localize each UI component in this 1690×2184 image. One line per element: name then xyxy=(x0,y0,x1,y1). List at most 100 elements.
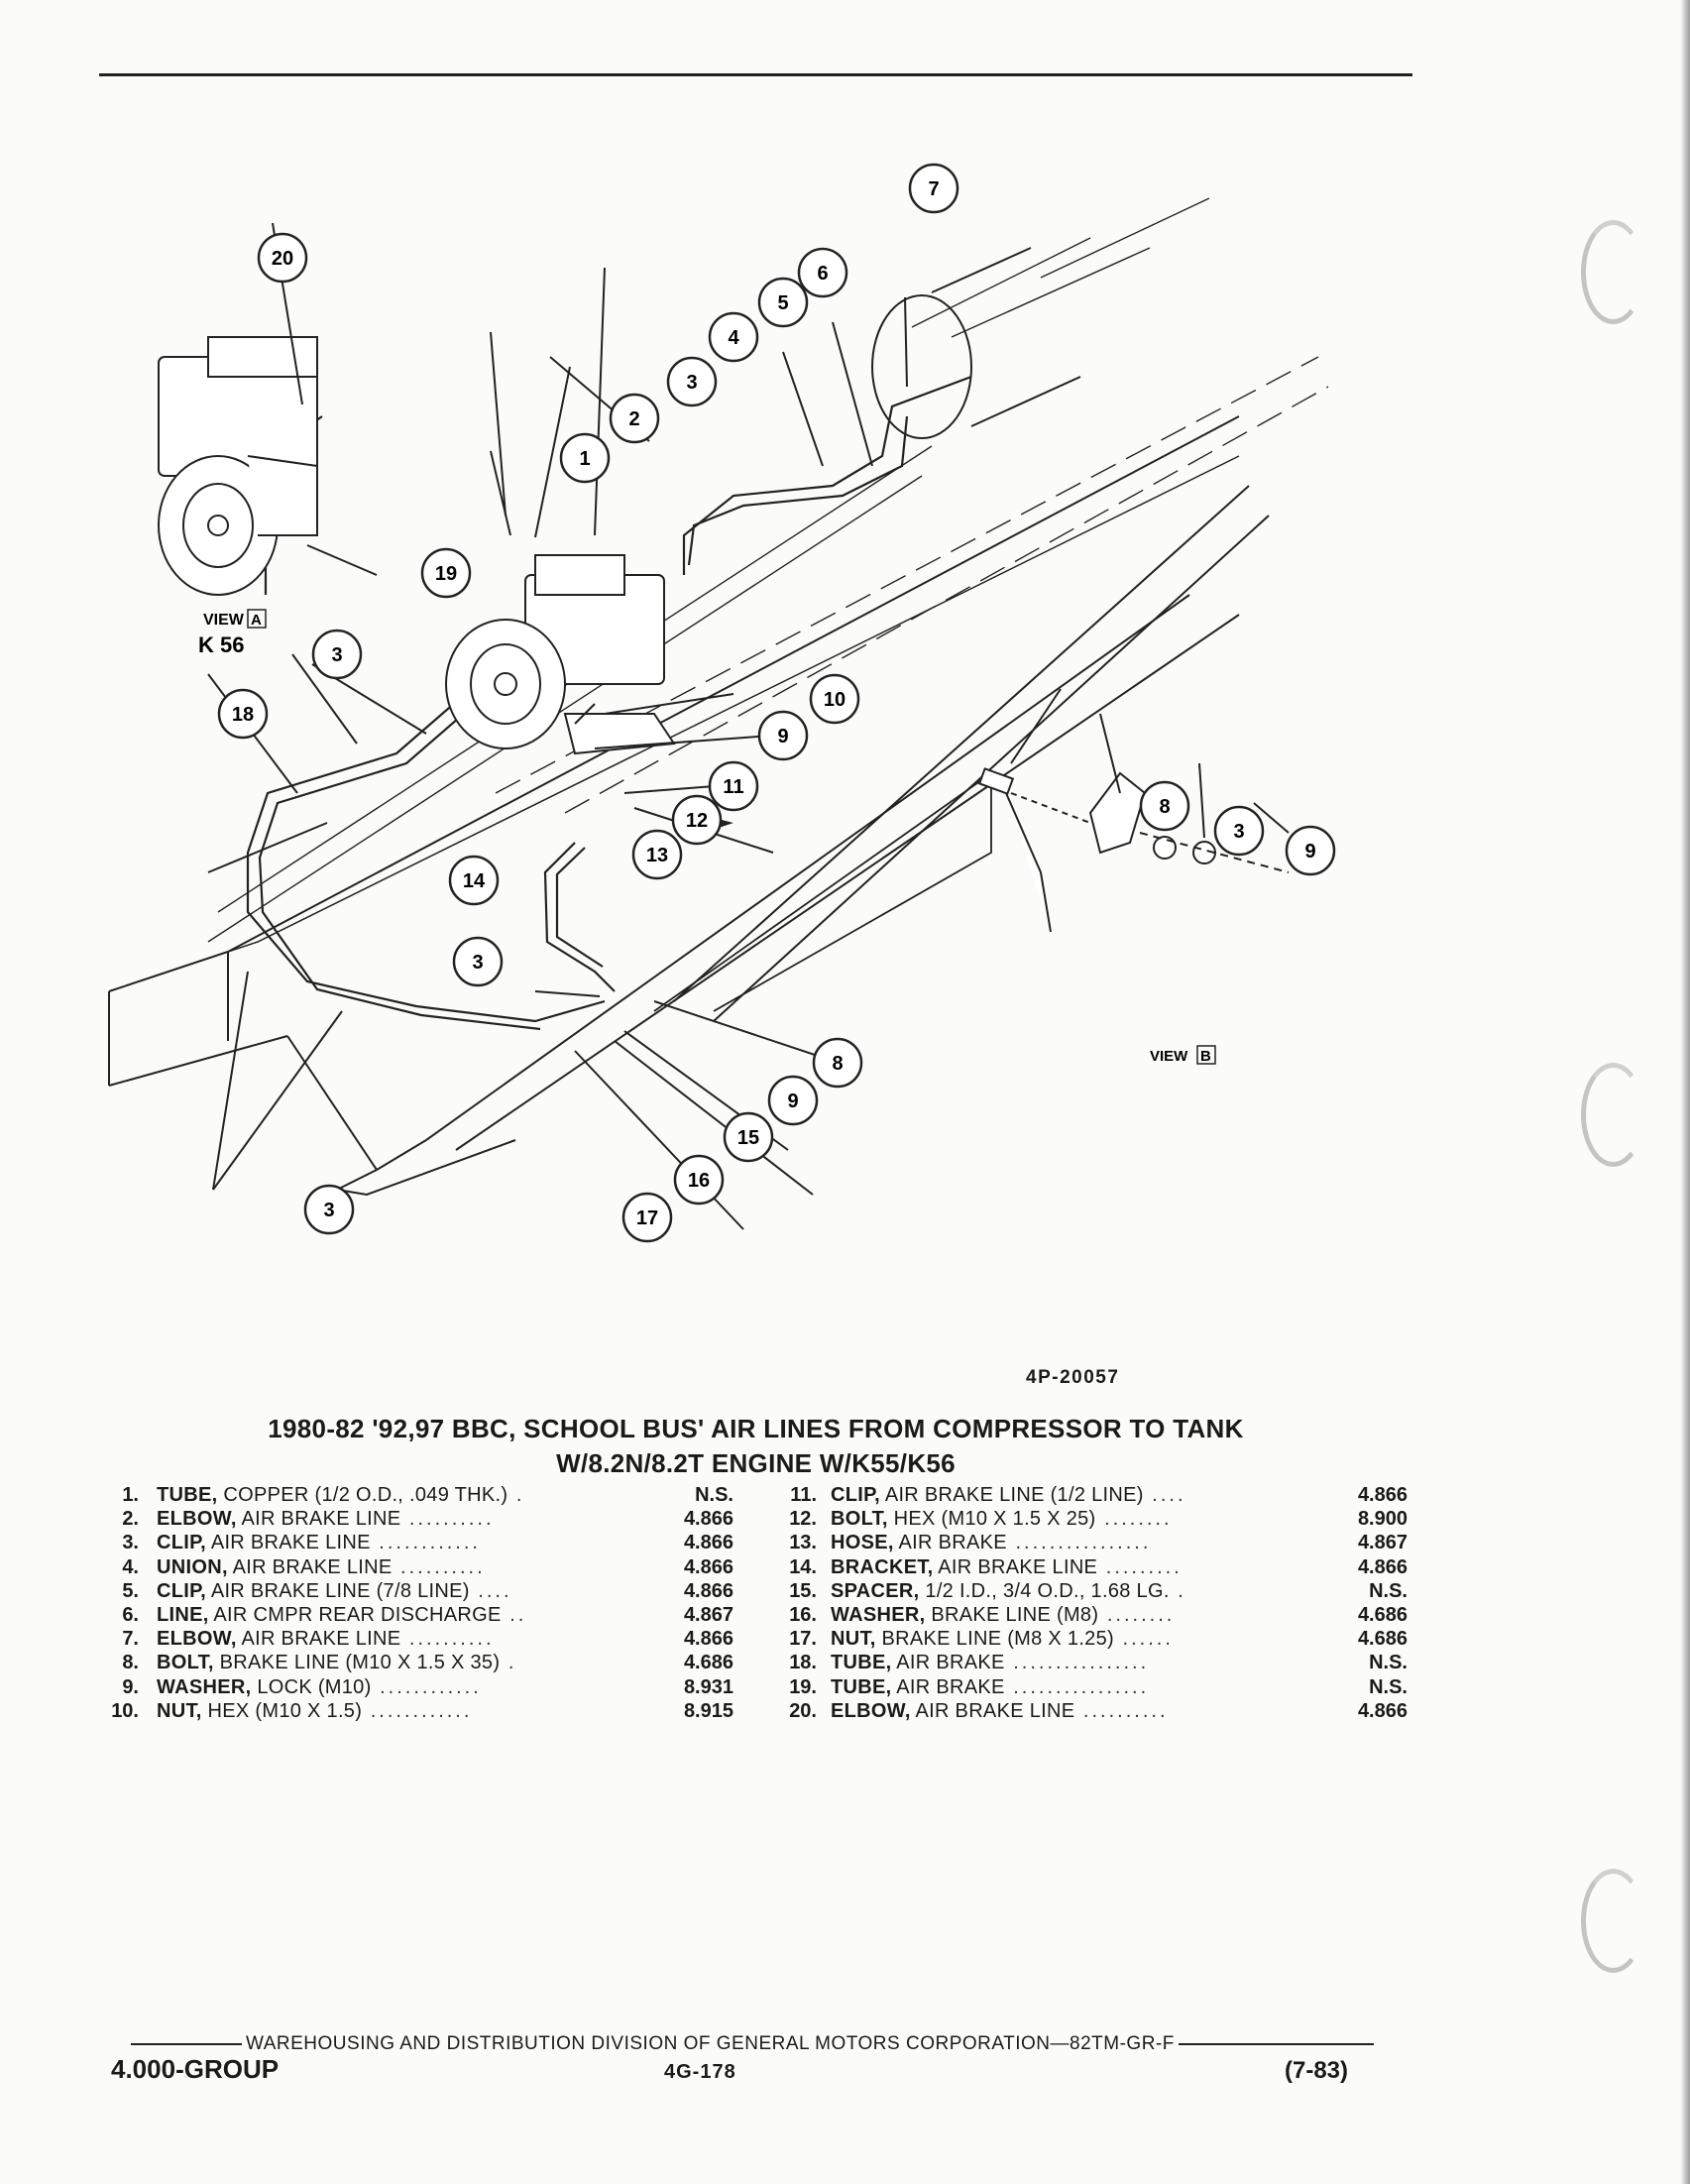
part-reference: 4.686 xyxy=(1357,1603,1408,1626)
leader-dots: ................ xyxy=(1006,1532,1152,1554)
svg-text:3: 3 xyxy=(686,372,697,394)
footer-rule-right xyxy=(1178,2043,1374,2045)
page-edge-shadow xyxy=(1680,0,1690,2184)
parts-list-row: 8. BOLT, BRAKE LINE (M10 X 1.5 X 35) . 4.6… xyxy=(99,1652,733,1675)
callout-5: 5 xyxy=(757,277,809,328)
part-detail: BRAKE LINE (M10 X 1.5 X 35) xyxy=(219,1652,501,1674)
part-number: 11. xyxy=(790,1484,817,1506)
parts-list-row: 18.TUBE, AIR BRAKE ................N.S. xyxy=(773,1652,1408,1675)
view-b-label: VIEW xyxy=(1150,1048,1188,1065)
part-detail: BRAKE LINE (M8) xyxy=(931,1603,1099,1626)
part-name: CLIP, xyxy=(157,1579,207,1602)
part-number: 1. xyxy=(122,1484,139,1506)
part-reference: 4.686 xyxy=(683,1652,733,1674)
leader-dots: ........ xyxy=(1098,1603,1176,1626)
leader-dots: .... xyxy=(1143,1484,1186,1506)
part-description: SPACER, 1/2 I.D., 3/4 O.D., 1.68 LG. . xyxy=(831,1580,1324,1603)
svg-text:2: 2 xyxy=(628,408,639,430)
part-detail: AIR CMPR REAR DISCHARGE xyxy=(213,1603,502,1626)
part-detail: AIR BRAKE xyxy=(896,1652,1005,1674)
leader-dots: . xyxy=(500,1652,517,1674)
parts-list-row: 1.TUBE, COPPER (1/2 O.D., .049 THK.) .N.… xyxy=(99,1484,733,1508)
footer-division: WAREHOUSING AND DISTRIBUTION DIVISION OF… xyxy=(246,2033,1175,2054)
part-name: ELBOW, xyxy=(157,1508,237,1531)
part-reference: 8.900 xyxy=(1357,1508,1408,1531)
leader-dots: ................ xyxy=(1004,1675,1150,1698)
callout-3-left: 3 xyxy=(311,629,363,680)
part-name: BOLT, xyxy=(831,1508,888,1531)
part-number: 8. xyxy=(122,1652,139,1674)
leader-dots: .......... xyxy=(400,1508,495,1531)
view-a-code: A xyxy=(251,612,262,629)
svg-text:4: 4 xyxy=(728,327,739,349)
leader-dots: ...... xyxy=(1113,1628,1174,1651)
part-reference: 8.931 xyxy=(683,1675,733,1698)
leader-dots: ............ xyxy=(371,1675,482,1698)
part-description: LINE, AIR CMPR REAR DISCHARGE .. xyxy=(157,1604,656,1627)
part-description: WASHER, LOCK (M10) ............ xyxy=(157,1676,656,1699)
callout-9: 9 xyxy=(757,710,809,761)
part-detail: AIR BRAKE LINE xyxy=(210,1532,371,1554)
leader-dots: ........ xyxy=(1095,1508,1173,1531)
callout-14: 14 xyxy=(448,855,500,906)
part-name: NUT, xyxy=(157,1699,202,1722)
parts-list-row: 20.ELBOW, AIR BRAKE LINE ..........4.866 xyxy=(773,1700,1408,1724)
part-name: TUBE, xyxy=(157,1484,218,1506)
parts-list-row: 4.UNION, AIR BRAKE LINE ..........4.866 xyxy=(99,1556,733,1580)
callout-4: 4 xyxy=(708,311,759,363)
part-description: BOLT, BRAKE LINE (M10 X 1.5 X 35) . xyxy=(157,1652,656,1674)
callout-3-lower: 3 xyxy=(452,936,504,987)
leader-dots: . xyxy=(507,1484,525,1506)
clip-assembly-view-b xyxy=(977,767,1290,933)
part-number: 10. xyxy=(111,1699,139,1722)
part-description: HOSE, AIR BRAKE ................ xyxy=(831,1532,1324,1554)
callout-15: 15 xyxy=(723,1111,774,1163)
part-number: 5. xyxy=(122,1579,139,1602)
group-number: 4.000-GROUP xyxy=(111,2054,280,2084)
callout-3-top: 3 xyxy=(666,356,718,407)
part-name: ELBOW, xyxy=(157,1628,237,1651)
parts-list-row: 15.SPACER, 1/2 I.D., 3/4 O.D., 1.68 LG. … xyxy=(773,1580,1408,1604)
part-description: CLIP, AIR BRAKE LINE (1/2 LINE) .... xyxy=(831,1484,1324,1507)
part-detail: COPPER (1/2 O.D., .049 THK.) xyxy=(223,1484,508,1506)
callout-12: 12 xyxy=(671,794,723,846)
svg-text:18: 18 xyxy=(232,704,254,726)
svg-text:7: 7 xyxy=(928,178,939,200)
footer-division-line: WAREHOUSING AND DISTRIBUTION DIVISION OF… xyxy=(127,2033,1378,2055)
callout-8-view-b: 8 xyxy=(1139,780,1190,832)
svg-text:3: 3 xyxy=(331,644,342,666)
parts-list-row: 19.TUBE, AIR BRAKE ................N.S. xyxy=(773,1676,1408,1700)
leader-dots: .... xyxy=(469,1579,512,1602)
part-description: BOLT, HEX (M10 X 1.5 X 25) ........ xyxy=(831,1508,1324,1531)
part-reference: 4.866 xyxy=(1357,1555,1408,1578)
callout-3-bottom: 3 xyxy=(303,1184,355,1235)
leader-dots: .......... xyxy=(392,1555,486,1578)
part-detail: 1/2 I.D., 3/4 O.D., 1.68 LG. xyxy=(925,1579,1170,1602)
callout-9-lower: 9 xyxy=(767,1075,819,1126)
page-number: 4G-178 xyxy=(664,2061,736,2083)
part-number: 4. xyxy=(122,1555,139,1578)
figure-title-line-1: 1980-82 '92,97 BBC, SCHOOL BUS' AIR LINE… xyxy=(268,1414,1244,1443)
part-number: 19. xyxy=(789,1675,817,1698)
part-reference: 4.866 xyxy=(1357,1484,1408,1506)
part-name: TUBE, xyxy=(831,1675,892,1698)
binder-hole-bottom xyxy=(1581,1869,1645,1973)
part-description: ELBOW, AIR BRAKE LINE .......... xyxy=(831,1700,1324,1723)
part-detail: HEX (M10 X 1.5) xyxy=(207,1699,363,1722)
part-detail: LOCK (M10) xyxy=(257,1675,372,1698)
callout-7: 7 xyxy=(908,163,959,214)
callout-16: 16 xyxy=(673,1154,725,1206)
part-name: SPACER, xyxy=(831,1579,920,1602)
part-number: 7. xyxy=(122,1628,139,1651)
svg-text:5: 5 xyxy=(777,292,788,314)
svg-text:9: 9 xyxy=(777,726,788,747)
part-description: ELBOW, AIR BRAKE LINE .......... xyxy=(157,1508,656,1531)
part-reference: 4.866 xyxy=(683,1579,733,1602)
part-detail: AIR BRAKE LINE xyxy=(241,1628,401,1651)
part-number: 18. xyxy=(789,1652,817,1674)
leader-dots: ............ xyxy=(370,1532,481,1554)
part-description: NUT, HEX (M10 X 1.5) ............ xyxy=(157,1700,656,1723)
part-detail: HEX (M10 X 1.5 X 25) xyxy=(893,1508,1096,1531)
part-description: CLIP, AIR BRAKE LINE ............ xyxy=(157,1532,656,1554)
part-description: ELBOW, AIR BRAKE LINE .......... xyxy=(157,1628,656,1651)
